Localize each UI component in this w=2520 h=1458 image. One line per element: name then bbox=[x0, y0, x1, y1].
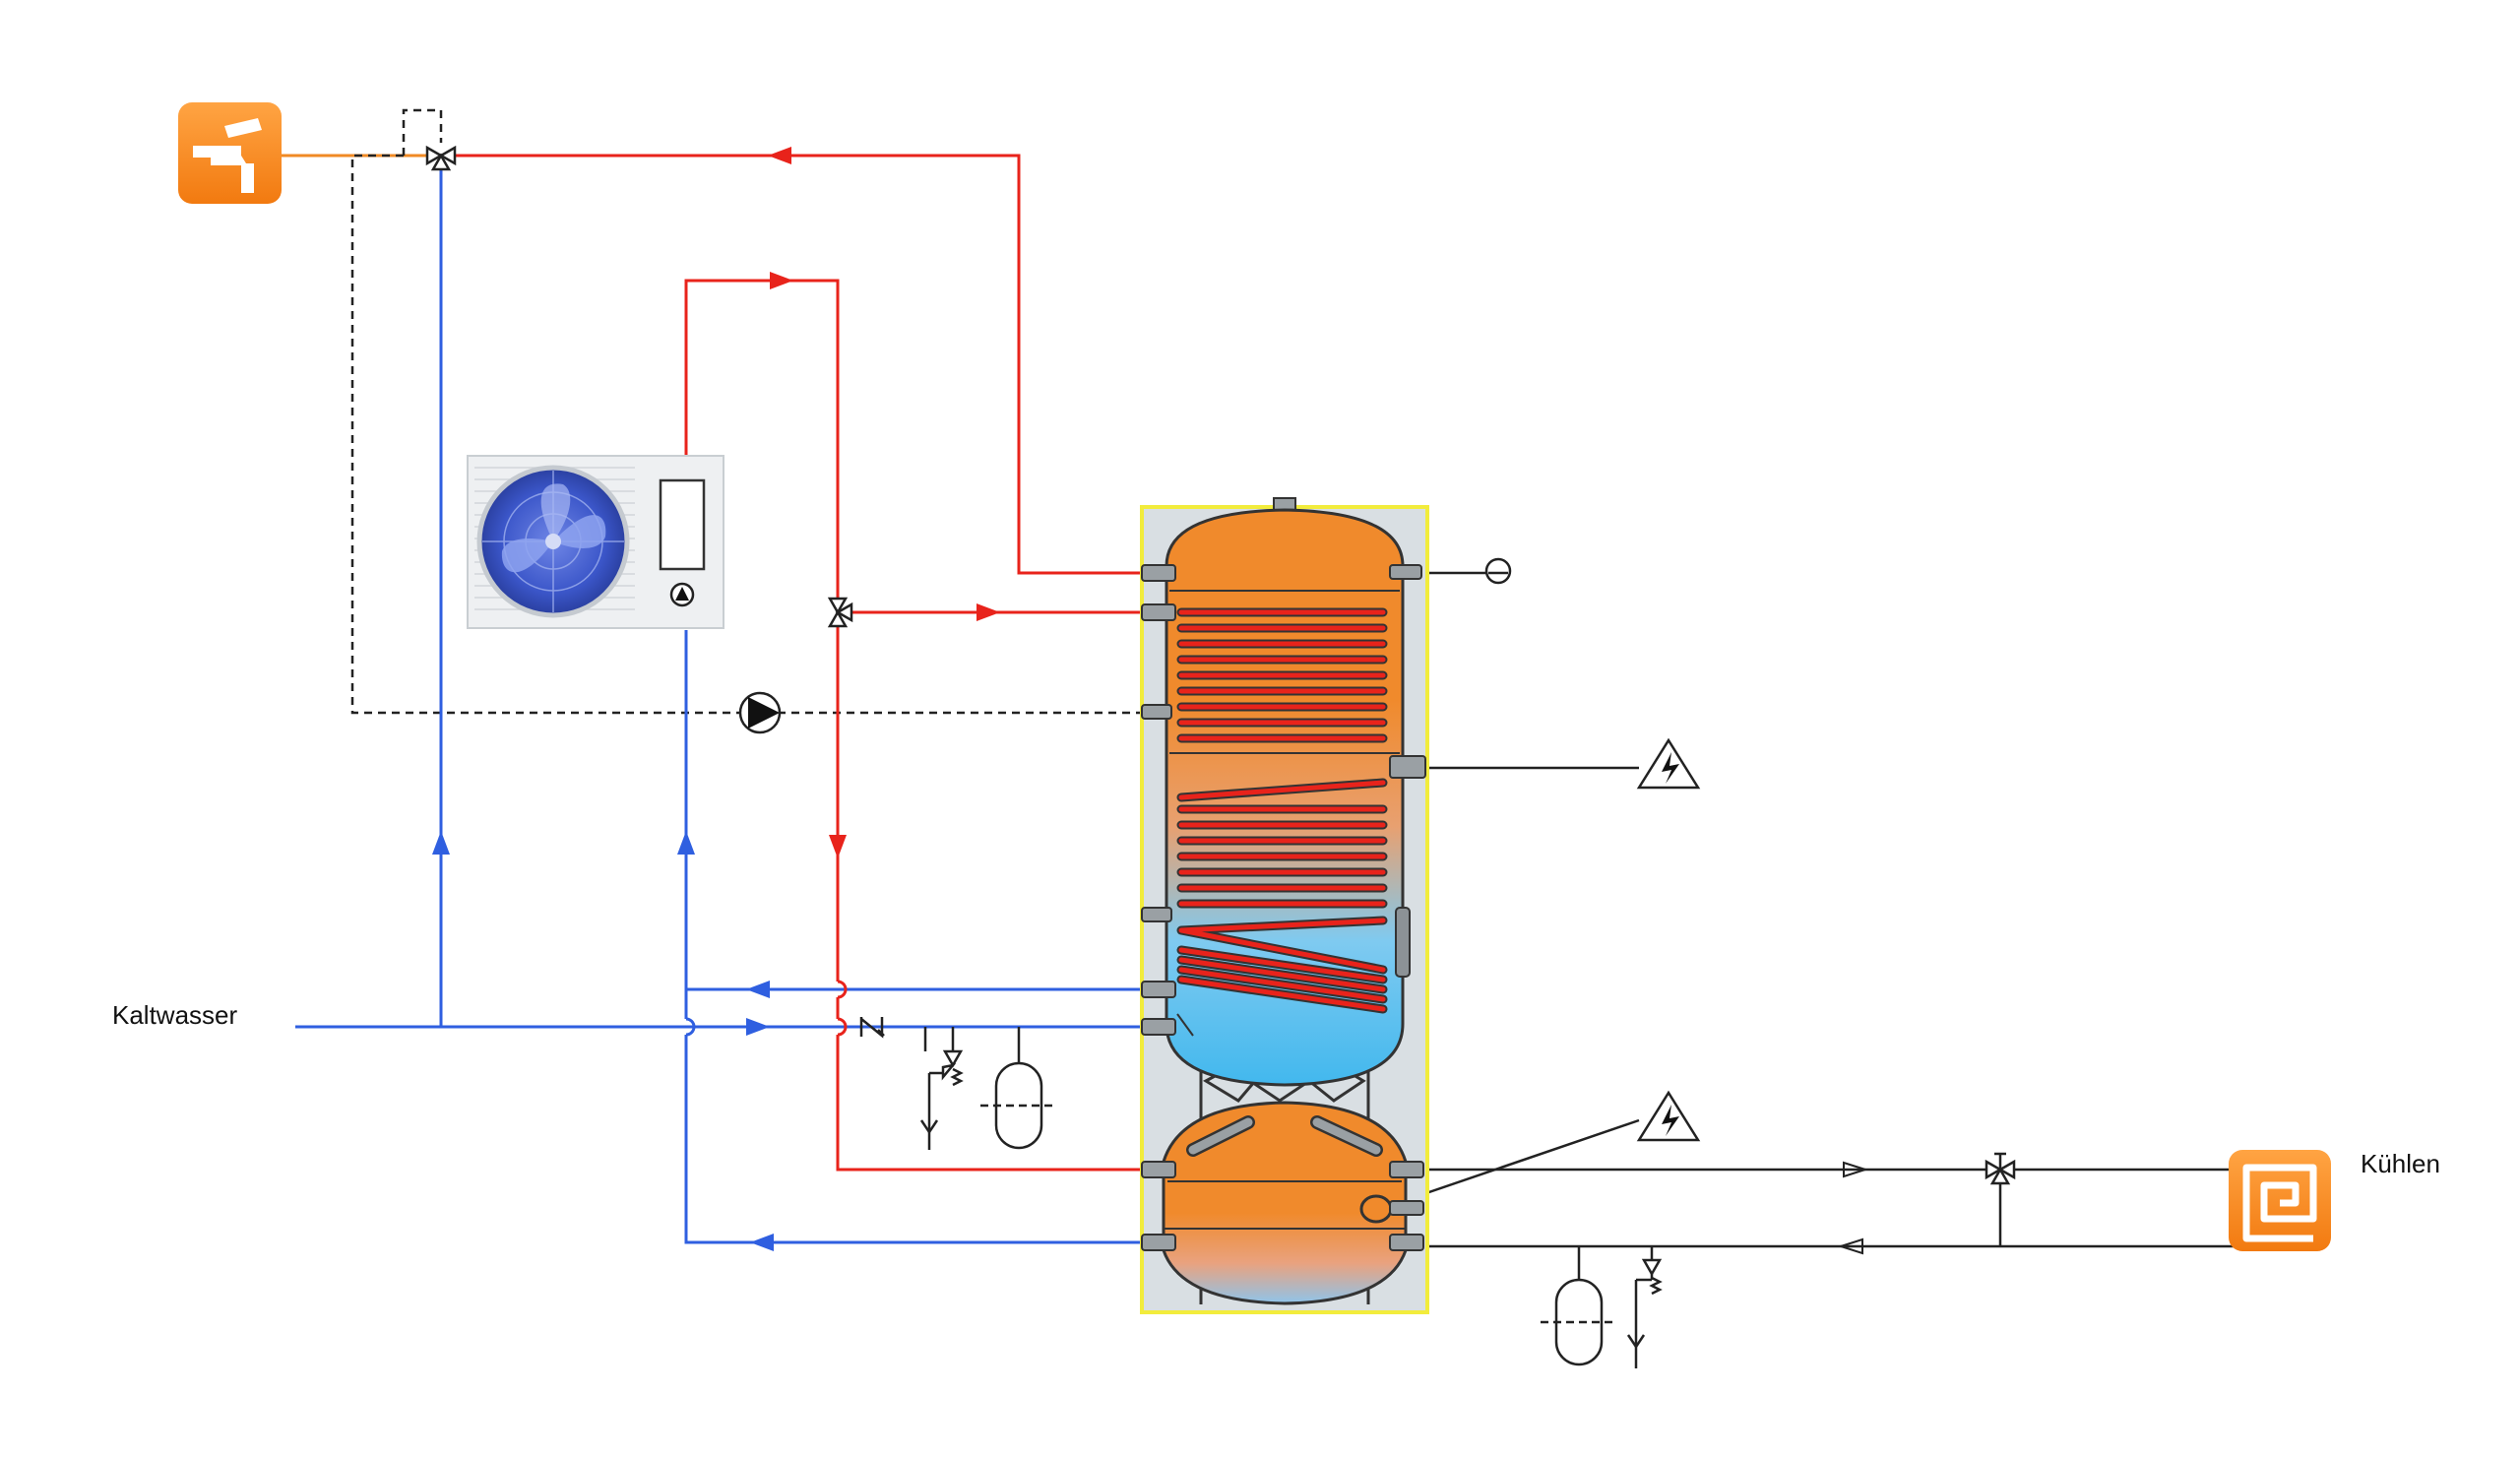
cold-water-label: Kaltwasser bbox=[112, 1000, 238, 1030]
safety-valve-cooling bbox=[1626, 1246, 1663, 1368]
heater-element bbox=[1359, 1194, 1393, 1224]
flow-arrow bbox=[750, 1234, 774, 1251]
flow-arrow bbox=[1837, 1237, 1863, 1255]
cooling-label: Kühlen bbox=[2361, 1149, 2440, 1178]
tank-support-truss bbox=[1249, 1079, 1310, 1103]
flow-arrow bbox=[746, 1018, 770, 1036]
mixing-valve-top[interactable] bbox=[425, 145, 457, 171]
pipe-crossover bbox=[837, 1017, 848, 1037]
lower-heating-coil-fill bbox=[1178, 918, 1386, 1012]
tap-icon[interactable] bbox=[178, 102, 282, 204]
tank-nozzles-right bbox=[1389, 564, 1426, 1251]
flow-arrow bbox=[677, 831, 695, 855]
pipe-crossover bbox=[685, 1017, 696, 1037]
flow-arrow bbox=[768, 147, 791, 164]
three-way-valve-heat-pump[interactable] bbox=[827, 597, 853, 628]
heat-pump-outdoor-unit-icon[interactable] bbox=[467, 455, 724, 629]
middle-heating-coil-fill bbox=[1178, 780, 1386, 907]
heat-pump-return-line-lower bbox=[684, 1035, 1142, 1244]
pump-icon[interactable] bbox=[738, 691, 782, 734]
check-valve bbox=[859, 1017, 885, 1039]
upper-heating-coil-fill bbox=[1178, 609, 1386, 741]
expansion-vessel-cooling bbox=[1541, 1246, 1617, 1366]
heat-pump-flow-line bbox=[684, 279, 840, 601]
flow-arrow bbox=[829, 835, 847, 858]
control-dashed-line bbox=[402, 108, 443, 156]
high-voltage-icon bbox=[1636, 737, 1701, 790]
three-way-valve-cooling[interactable] bbox=[1984, 1152, 2016, 1185]
lower-vessel-baffle-fill bbox=[1188, 1117, 1381, 1155]
circulation-dashed-line bbox=[350, 154, 1142, 715]
tank-nozzles-left bbox=[1141, 564, 1176, 1251]
flow-arrow bbox=[770, 272, 793, 289]
unit-display-panel bbox=[659, 478, 706, 571]
flow-arrow bbox=[746, 981, 770, 998]
thermometer-icon bbox=[1484, 557, 1512, 585]
storage-tank bbox=[1140, 497, 1429, 1314]
high-voltage-icon bbox=[1636, 1090, 1701, 1142]
heat-pump-flow-bottom bbox=[836, 1035, 1142, 1172]
cooling-coil-icon[interactable] bbox=[2229, 1150, 2331, 1251]
flow-arrow bbox=[976, 603, 1000, 621]
pipe-crossover bbox=[837, 980, 848, 999]
expansion-vessel-cold bbox=[980, 1027, 1057, 1150]
hot-water-supply-line bbox=[448, 154, 1142, 575]
flow-arrow bbox=[432, 831, 450, 855]
cold-inlet-diffuser bbox=[1176, 1013, 1194, 1037]
safety-valve-cold bbox=[919, 1027, 964, 1150]
inspection-flange bbox=[1395, 907, 1411, 978]
flow-arrow bbox=[1843, 1161, 1869, 1178]
